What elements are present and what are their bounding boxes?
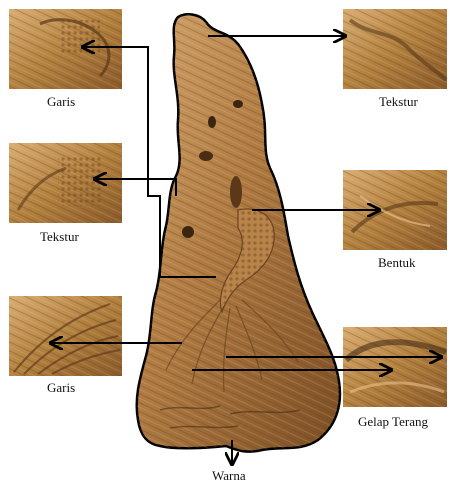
label-bentuk: Bentuk [378, 256, 416, 269]
cavity [199, 151, 213, 161]
inset-low-left [9, 296, 122, 376]
label-garis-low: Garis [47, 381, 75, 394]
label-garis-top: Garis [47, 95, 75, 108]
label-warna: Warna [212, 469, 246, 482]
cavity [230, 176, 242, 208]
inset-mid-left [9, 143, 122, 223]
inset-top-left [9, 9, 122, 89]
sculpture-grain [137, 14, 340, 451]
cavity [208, 116, 216, 128]
cavity [233, 100, 243, 108]
sculpture [137, 14, 340, 451]
inset-low-right [343, 327, 447, 407]
label-tekstur-mid: Tekstur [40, 230, 79, 243]
label-tekstur-top: Tekstur [379, 95, 418, 108]
cavity [182, 226, 194, 238]
inset-top-right [343, 9, 447, 89]
label-gelap-terang: Gelap Terang [358, 415, 428, 428]
